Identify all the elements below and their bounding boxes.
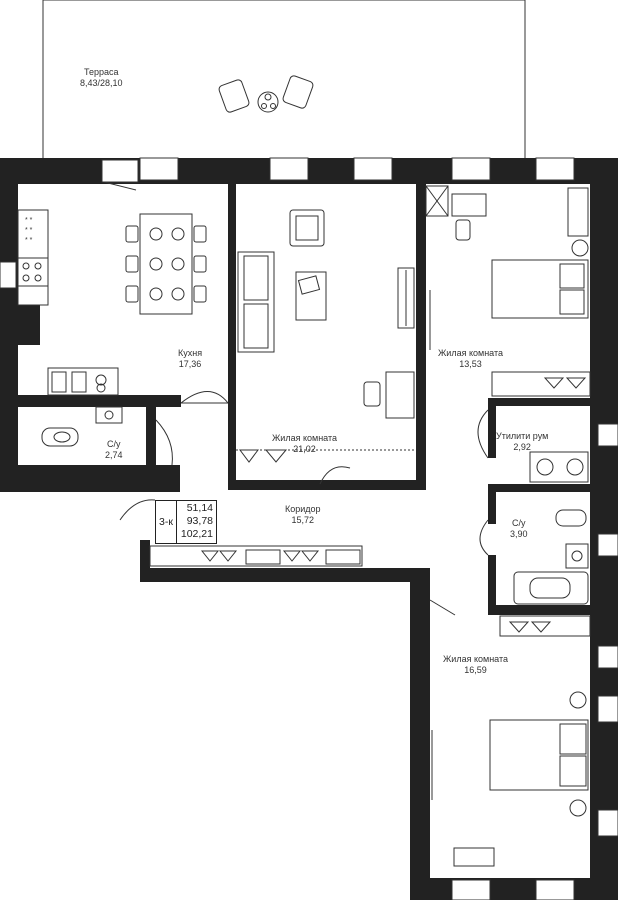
terrace-furniture [218,75,314,113]
bath1-equipment [41,406,173,466]
chairs [125,225,207,303]
svg-text:* *: * * [25,217,33,224]
terrace-door [101,159,139,191]
total-area-with-terrace: 102,21 [180,528,213,540]
svg-text:* *: * * [25,237,33,244]
svg-text:* *: * * [25,227,33,234]
apartment-type: 3-к [159,516,173,528]
living1-furniture [236,209,416,485]
utility-equipment [477,409,589,483]
living-area: 51,14 [186,502,213,514]
kitchen-door [180,391,229,404]
windows [0,157,618,900]
area-summary: 3-к 51,14 93,78 102,21 [155,500,217,544]
corridor-wardrobes [119,499,363,567]
total-area: 93,78 [186,515,213,527]
living2-furniture [425,185,591,397]
kitchen-equipment: * * * * * * [17,209,119,396]
living3-furniture [429,599,591,867]
dining-table [125,213,207,315]
terrace-outline [42,0,526,158]
bath2-equipment [479,509,589,605]
